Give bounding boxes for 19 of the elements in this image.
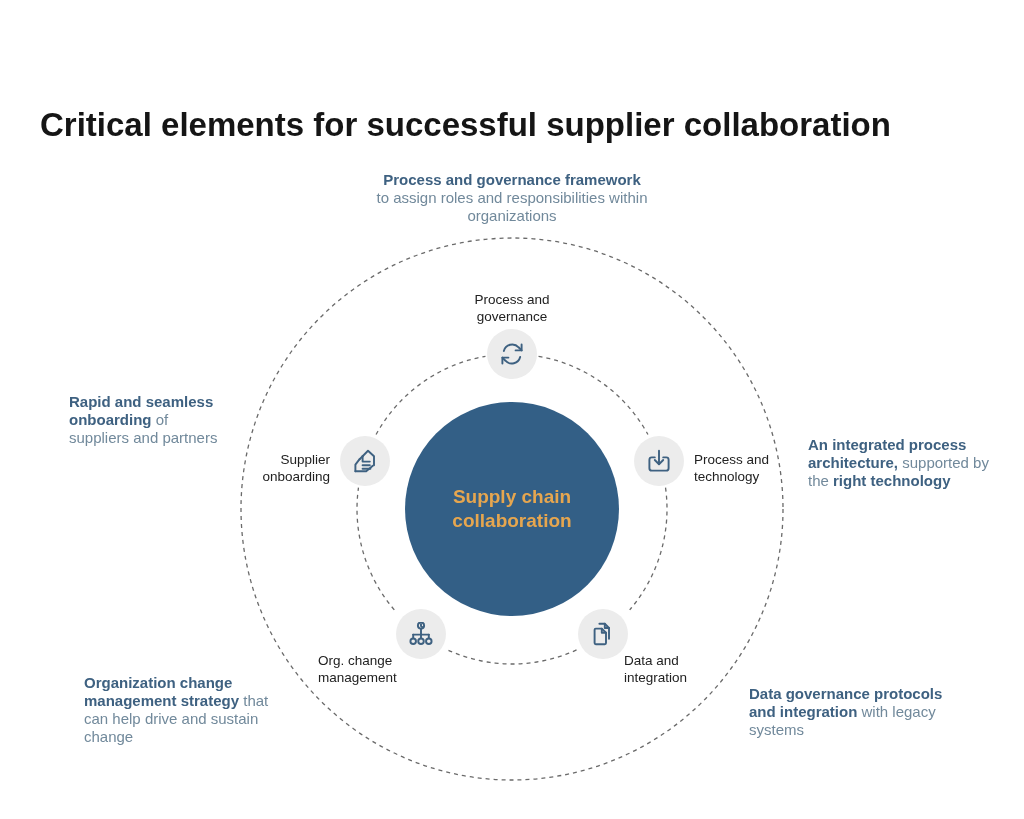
node-label: Org. change management [318,652,398,686]
description-text: to assign roles and responsibilities within organizations [375,189,649,225]
description-text: An integrated process architecture, supported by the right technology [808,436,990,490]
dashed-arc [446,649,578,665]
node-label: Data and integration [624,652,689,686]
dashed-arc [537,355,649,436]
node-label: Supplier onboarding [261,451,330,485]
description-text: Data governance protocols and integration with legacy systems [749,685,944,739]
icon-circle [487,329,537,379]
circle-title: Supply chain collaboration [451,485,573,533]
description-text: Organization change management strategy that can help drive and sustain change [84,674,270,746]
dashed-arc [629,487,668,611]
title: Critical elements for successful supplier collaboration [40,105,891,145]
dashed-arc [356,487,395,611]
dashed-arc [375,355,487,436]
node-label: Process and governance [473,291,551,325]
description-heading: Process and governance framework [382,171,642,189]
node-label: Process and technology [694,451,771,485]
description-text: Rapid and seamless onboarding of suppliers and partners [69,393,219,447]
